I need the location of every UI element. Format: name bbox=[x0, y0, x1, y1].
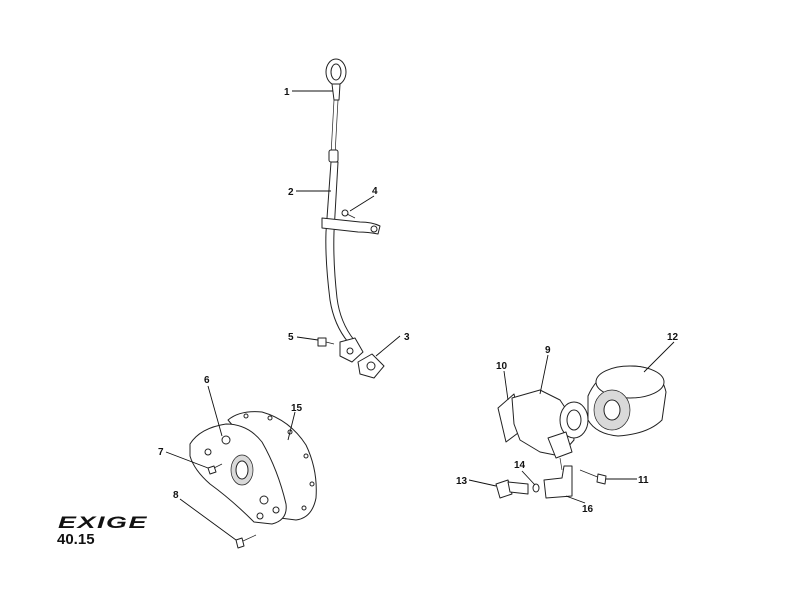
callout-16: 16 bbox=[582, 504, 594, 515]
callout-9: 9 bbox=[545, 345, 551, 356]
callout-labels: 1 2 3 4 5 6 7 8 9 10 11 12 13 14 15 16 bbox=[158, 87, 679, 515]
callout-6: 6 bbox=[204, 375, 210, 386]
leader-lines bbox=[165, 90, 675, 541]
dipstick-assembly bbox=[317, 58, 385, 379]
callout-7: 7 bbox=[158, 447, 164, 458]
callout-15: 15 bbox=[291, 403, 303, 414]
oil-filter-assembly bbox=[495, 365, 667, 499]
svg-text:EXIGE: EXIGE bbox=[58, 513, 148, 532]
callout-13: 13 bbox=[456, 476, 468, 487]
callout-14: 14 bbox=[514, 460, 526, 471]
callout-3: 3 bbox=[404, 332, 410, 343]
exige-logo: EXIGE bbox=[58, 513, 148, 532]
callout-5: 5 bbox=[288, 332, 294, 343]
callout-11: 11 bbox=[638, 475, 649, 486]
callout-8: 8 bbox=[173, 490, 179, 501]
page-number: 40.15 bbox=[57, 531, 95, 548]
callout-12: 12 bbox=[667, 332, 679, 343]
callout-10: 10 bbox=[496, 361, 508, 372]
callout-1: 1 bbox=[284, 87, 290, 98]
callout-4: 4 bbox=[372, 186, 378, 197]
oil-pump-assembly bbox=[189, 411, 317, 549]
callout-2: 2 bbox=[288, 187, 294, 198]
